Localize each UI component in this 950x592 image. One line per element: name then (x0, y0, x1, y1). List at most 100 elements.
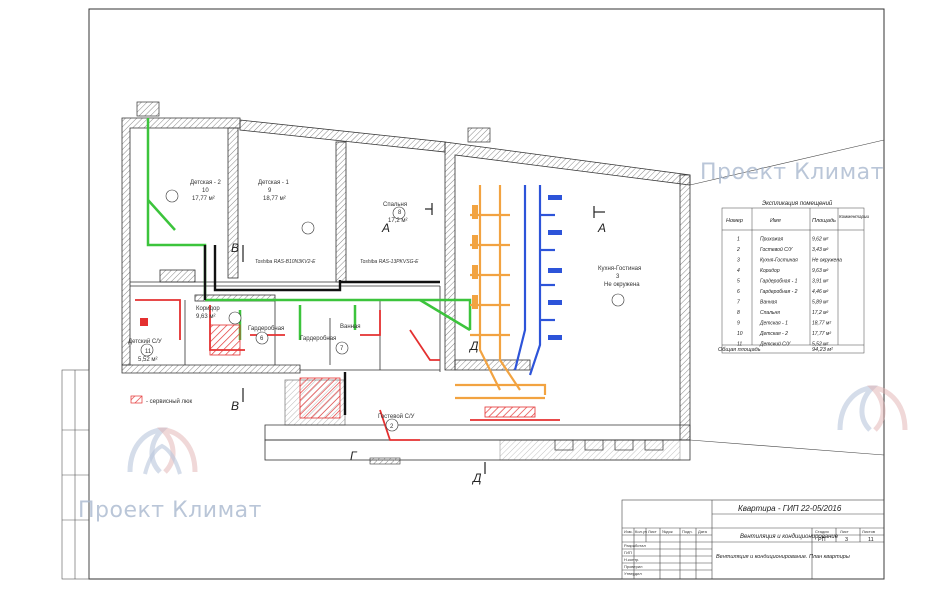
svg-text:Лист: Лист (648, 529, 657, 534)
table-cell: 6 (737, 289, 740, 295)
side-stamp (61, 369, 90, 580)
table-cell: Кухня-Гостиная (760, 258, 798, 264)
sheet-frame (88, 8, 885, 580)
table-total-value: 94,23 м² (812, 347, 833, 353)
table-cell: 7 (737, 300, 740, 306)
refrigerant-lines (203, 245, 440, 415)
fan-marker (140, 318, 148, 326)
table-cell: Детский С/У (759, 341, 791, 348)
table-cell: 4 (737, 268, 740, 274)
svg-text:10: 10 (202, 188, 209, 194)
room-label-r9: Детская - 1 (258, 180, 290, 186)
room-label-r2: Гостевой С/У (378, 413, 415, 420)
svg-text:11: 11 (145, 349, 152, 355)
diffusers (548, 195, 562, 340)
svg-text:Листов: Листов (862, 529, 875, 534)
title-stage: РП (818, 537, 826, 543)
service-hatch-legend-swatch (130, 395, 143, 404)
svg-text:18,77 м²: 18,77 м² (263, 196, 286, 202)
table-cell: 9 (737, 321, 740, 327)
orange-grilles (472, 205, 478, 309)
table-rows: 1 Прихожая 9,62 м² 2 Гостевой С/У 3,43 м² 3 Кух… (736, 237, 842, 348)
table-cell: 18,77 м² (812, 321, 831, 327)
table-cell: Гостевой С/У (760, 246, 793, 253)
title-section: Вентиляция и кондиционирование (740, 534, 839, 540)
table-cell: 17,77 м² (812, 331, 831, 337)
section-mark-a-right: А (597, 221, 606, 235)
table-cell: 9,62 м² (812, 237, 829, 243)
table-cell: 3 (737, 258, 740, 264)
table-cell: 3,91 м² (812, 279, 829, 285)
table-cell: Не окружена (812, 258, 842, 264)
title-sheet-number: 3 (845, 537, 848, 543)
room-schedule-table (721, 207, 865, 354)
section-mark-v-bottom: В (231, 399, 239, 413)
table-cell: Прихожая (760, 237, 784, 243)
section-mark-a-left: А (381, 221, 390, 235)
svg-text:Н.контр.: Н.контр. (624, 557, 639, 562)
svg-text:17,2 м²: 17,2 м² (388, 218, 407, 224)
ac-unit-label-1: Toshiba RAS-B10N3KV2-E (255, 259, 316, 265)
watermark-logo-icon (127, 427, 198, 475)
service-hatch-2 (299, 377, 341, 419)
table-header-comments: Комментарии (839, 214, 870, 219)
table-cell: 1 (737, 237, 740, 243)
table-cell: 9,63 м² (812, 268, 829, 274)
table-cell: 8 (737, 310, 740, 316)
table-cell: 5,52 м² (812, 342, 829, 348)
room-label-r10: Детская - 2 (190, 180, 222, 186)
table-header-area: Площадь (812, 218, 836, 224)
svg-text:9,63 м²: 9,63 м² (196, 314, 215, 320)
svg-text:7: 7 (340, 346, 344, 352)
table-header-number: Номер (726, 218, 743, 224)
title-project: Квартира - ГИП 22-05/2016 (738, 504, 842, 513)
table-cell: 10 (737, 331, 743, 337)
table-cell: Ванная (760, 300, 777, 306)
table-cell: 3,43 м² (812, 247, 829, 253)
room-label-r11: Детский С/У (128, 338, 162, 345)
exterior-walls (121, 117, 691, 465)
svg-text:Лист: Лист (840, 529, 849, 534)
svg-text:Проверил: Проверил (624, 564, 643, 569)
watermark-logo-icon-right (837, 385, 908, 432)
room-label-r6: Гардеробная (248, 326, 284, 332)
svg-text:Изм.: Изм. (624, 529, 633, 534)
table-cell: Детская - 2 (759, 331, 788, 337)
svg-text:Не окружена: Не окружена (604, 282, 640, 288)
svg-text:Кол.уч: Кол.уч (635, 529, 647, 534)
table-cell: 5,89 м² (812, 300, 829, 306)
svg-text:Подп.: Подп. (682, 529, 693, 534)
table-cell: Спальня (760, 310, 780, 316)
table-cell: 11 (737, 342, 742, 348)
table-title: Экспликация помещений (762, 200, 833, 207)
title-block (621, 499, 885, 580)
room-markers (140, 189, 625, 432)
svg-text:3: 3 (616, 274, 620, 280)
table-cell: 5 (737, 279, 740, 285)
svg-text:2: 2 (390, 424, 394, 430)
table-total-label: Общая площадь (718, 347, 761, 353)
room-label-r4: Коридор (196, 306, 220, 312)
table-cell: Гардеробная - 2 (760, 289, 798, 295)
room-label-r7: Ванная (340, 324, 361, 330)
title-sheet-title: Вентиляция и кондиционирование. План ква… (716, 554, 850, 560)
table-cell: Детская - 1 (759, 321, 788, 327)
svg-text:8: 8 (398, 210, 402, 216)
section-mark-d-bottom: Д (471, 471, 482, 485)
section-mark-v-top: В (231, 241, 239, 255)
svg-text:ГИП: ГИП (624, 550, 632, 555)
table-cell: 2 (736, 247, 740, 253)
title-sheet-count: 11 (868, 537, 874, 543)
svg-text:17,77 м²: 17,77 м² (192, 196, 215, 202)
room-label-r3: Кухня-Гостиная (598, 266, 641, 272)
room-label-r5: Гардеробная (300, 336, 336, 342)
svg-text:5,52 м²: 5,52 м² (138, 357, 157, 363)
svg-text:Разработал: Разработал (624, 543, 646, 548)
ac-unit-label-2: Toshiba RAS-13PKVSG-E (360, 259, 419, 265)
table-cell: 4,46 м² (812, 289, 829, 295)
svg-text:Утвердил: Утвердил (624, 571, 642, 576)
svg-text:6: 6 (260, 336, 264, 342)
svg-text:№док: №док (662, 529, 673, 534)
